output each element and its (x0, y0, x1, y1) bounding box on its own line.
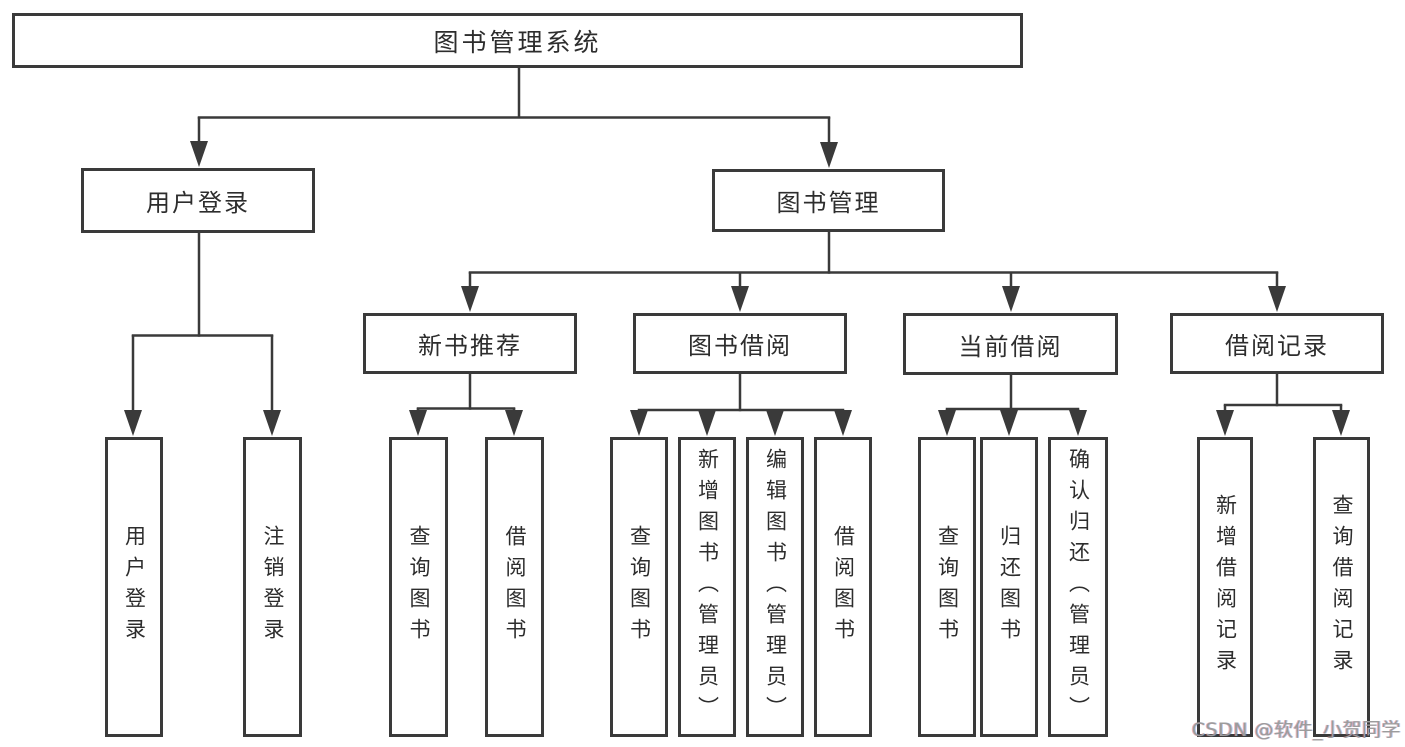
arrow-down-icon (1268, 286, 1286, 312)
arrow-down-icon (1216, 410, 1234, 436)
leaf-borrow-books-recommend: 借阅图书 (485, 437, 544, 737)
node-label: 借阅记录 (1225, 332, 1329, 360)
arrow-down-icon (124, 410, 142, 436)
arrow-down-icon (731, 286, 749, 312)
connector-root-to-level2 (197, 66, 831, 163)
node-label: 注销登录 (261, 525, 285, 649)
leaf-edit-books-admin: 编辑图书（管理员） (746, 437, 804, 737)
node-label: 用户登录 (146, 189, 250, 217)
node-book-management: 图书管理 (712, 169, 945, 232)
leaf-user-login: 用户登录 (105, 437, 163, 737)
arrow-down-icon (263, 410, 281, 436)
node-label: 编辑图书（管理员） (763, 447, 788, 727)
node-label: 查询借阅记录 (1330, 494, 1354, 680)
leaf-add-borrow-record: 新增借阅记录 (1197, 437, 1253, 737)
arrow-down-icon (505, 410, 523, 436)
node-borrowing-records: 借阅记录 (1170, 313, 1384, 374)
arrow-down-icon (938, 410, 956, 436)
node-label: 查询图书 (627, 525, 652, 649)
node-label: 图书管理 (776, 189, 881, 217)
leaf-confirm-return-admin: 确认归还（管理员） (1048, 437, 1108, 737)
arrow-down-icon (820, 142, 838, 168)
arrowheads (124, 141, 1350, 436)
leaf-add-books-admin: 新增图书（管理员） (678, 437, 736, 737)
arrow-down-icon (461, 286, 479, 312)
node-user-login: 用户登录 (81, 168, 315, 233)
arrow-down-icon (1332, 410, 1350, 436)
leaf-query-borrow-record: 查询借阅记录 (1313, 437, 1370, 737)
leaf-borrow-books: 借阅图书 (814, 437, 872, 737)
leaf-query-books-current: 查询图书 (918, 437, 976, 737)
arrow-down-icon (698, 410, 716, 436)
node-new-book-recommend: 新书推荐 (363, 313, 577, 374)
node-label: 用户登录 (122, 525, 147, 649)
arrow-down-icon (1069, 410, 1087, 436)
node-label: 新增图书（管理员） (695, 447, 720, 727)
connector-new-book-recommend-to-leaves (416, 373, 516, 431)
node-label: 图书借阅 (688, 332, 792, 360)
arrow-down-icon (766, 410, 784, 436)
node-book-borrowing: 图书借阅 (633, 313, 847, 374)
arrow-down-icon (630, 410, 648, 436)
arrow-down-icon (1002, 286, 1020, 312)
leaf-logout: 注销登录 (243, 437, 302, 737)
node-current-borrowing: 当前借阅 (903, 313, 1118, 375)
node-label: 确认归还（管理员） (1066, 447, 1091, 727)
connector-book-management-to-level3 (468, 231, 1279, 307)
arrow-down-icon (190, 141, 208, 167)
leaf-return-books: 归还图书 (980, 437, 1038, 737)
node-library-management-system: 图书管理系统 (12, 13, 1023, 68)
leaf-query-books-borrowing: 查询图书 (610, 437, 668, 737)
arrow-down-icon (1000, 410, 1018, 436)
connector-book-borrowing-to-leaves (637, 373, 845, 431)
arrow-down-icon (409, 410, 427, 436)
node-label: 图书管理系统 (433, 27, 602, 57)
connector-borrowing-records-to-leaves (1223, 374, 1343, 431)
node-label: 新书推荐 (418, 332, 522, 360)
arrow-down-icon (834, 410, 852, 436)
node-label: 新增借阅记录 (1213, 494, 1238, 680)
node-label: 查询图书 (935, 525, 960, 649)
connector-user-login-to-leaves (131, 232, 274, 431)
csdn-watermark: CSDN @软件_小贺同学 (1191, 719, 1401, 741)
node-label: 归还图书 (997, 525, 1022, 649)
node-label: 借阅图书 (831, 525, 856, 649)
leaf-query-books-recommend: 查询图书 (389, 437, 448, 737)
node-label: 当前借阅 (958, 332, 1063, 361)
node-label: 借阅图书 (503, 525, 527, 649)
node-label: 查询图书 (407, 525, 431, 649)
